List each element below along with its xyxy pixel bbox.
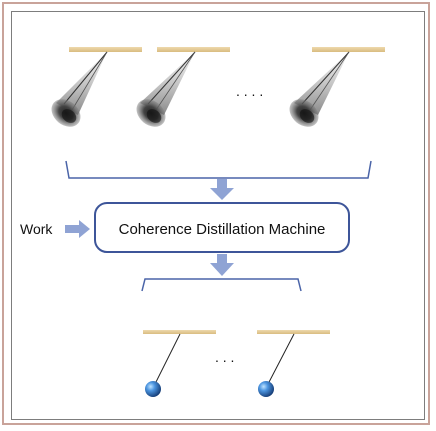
coherent-pendulum-icon: [257, 330, 330, 397]
work-label: Work: [20, 221, 53, 237]
machine-box: [94, 202, 350, 253]
top-ellipsis: . . . .: [236, 83, 263, 99]
down-arrow-icon: [210, 179, 234, 200]
bottom-bracket: [141, 278, 302, 292]
incoherent-pendulum-icon: [289, 47, 385, 127]
right-arrow-icon: [65, 220, 90, 238]
top-bracket: [65, 160, 372, 179]
coherent-pendulum-icon: [143, 330, 216, 397]
incoherent-pendulum-icon: [136, 47, 230, 127]
machine-label: Coherence Distillation Machine: [119, 221, 326, 238]
incoherent-pendulum-icon: [51, 47, 142, 127]
bottom-ellipsis: . . .: [215, 349, 234, 365]
down-arrow-icon: [210, 254, 234, 276]
inner-frame: [11, 11, 425, 420]
